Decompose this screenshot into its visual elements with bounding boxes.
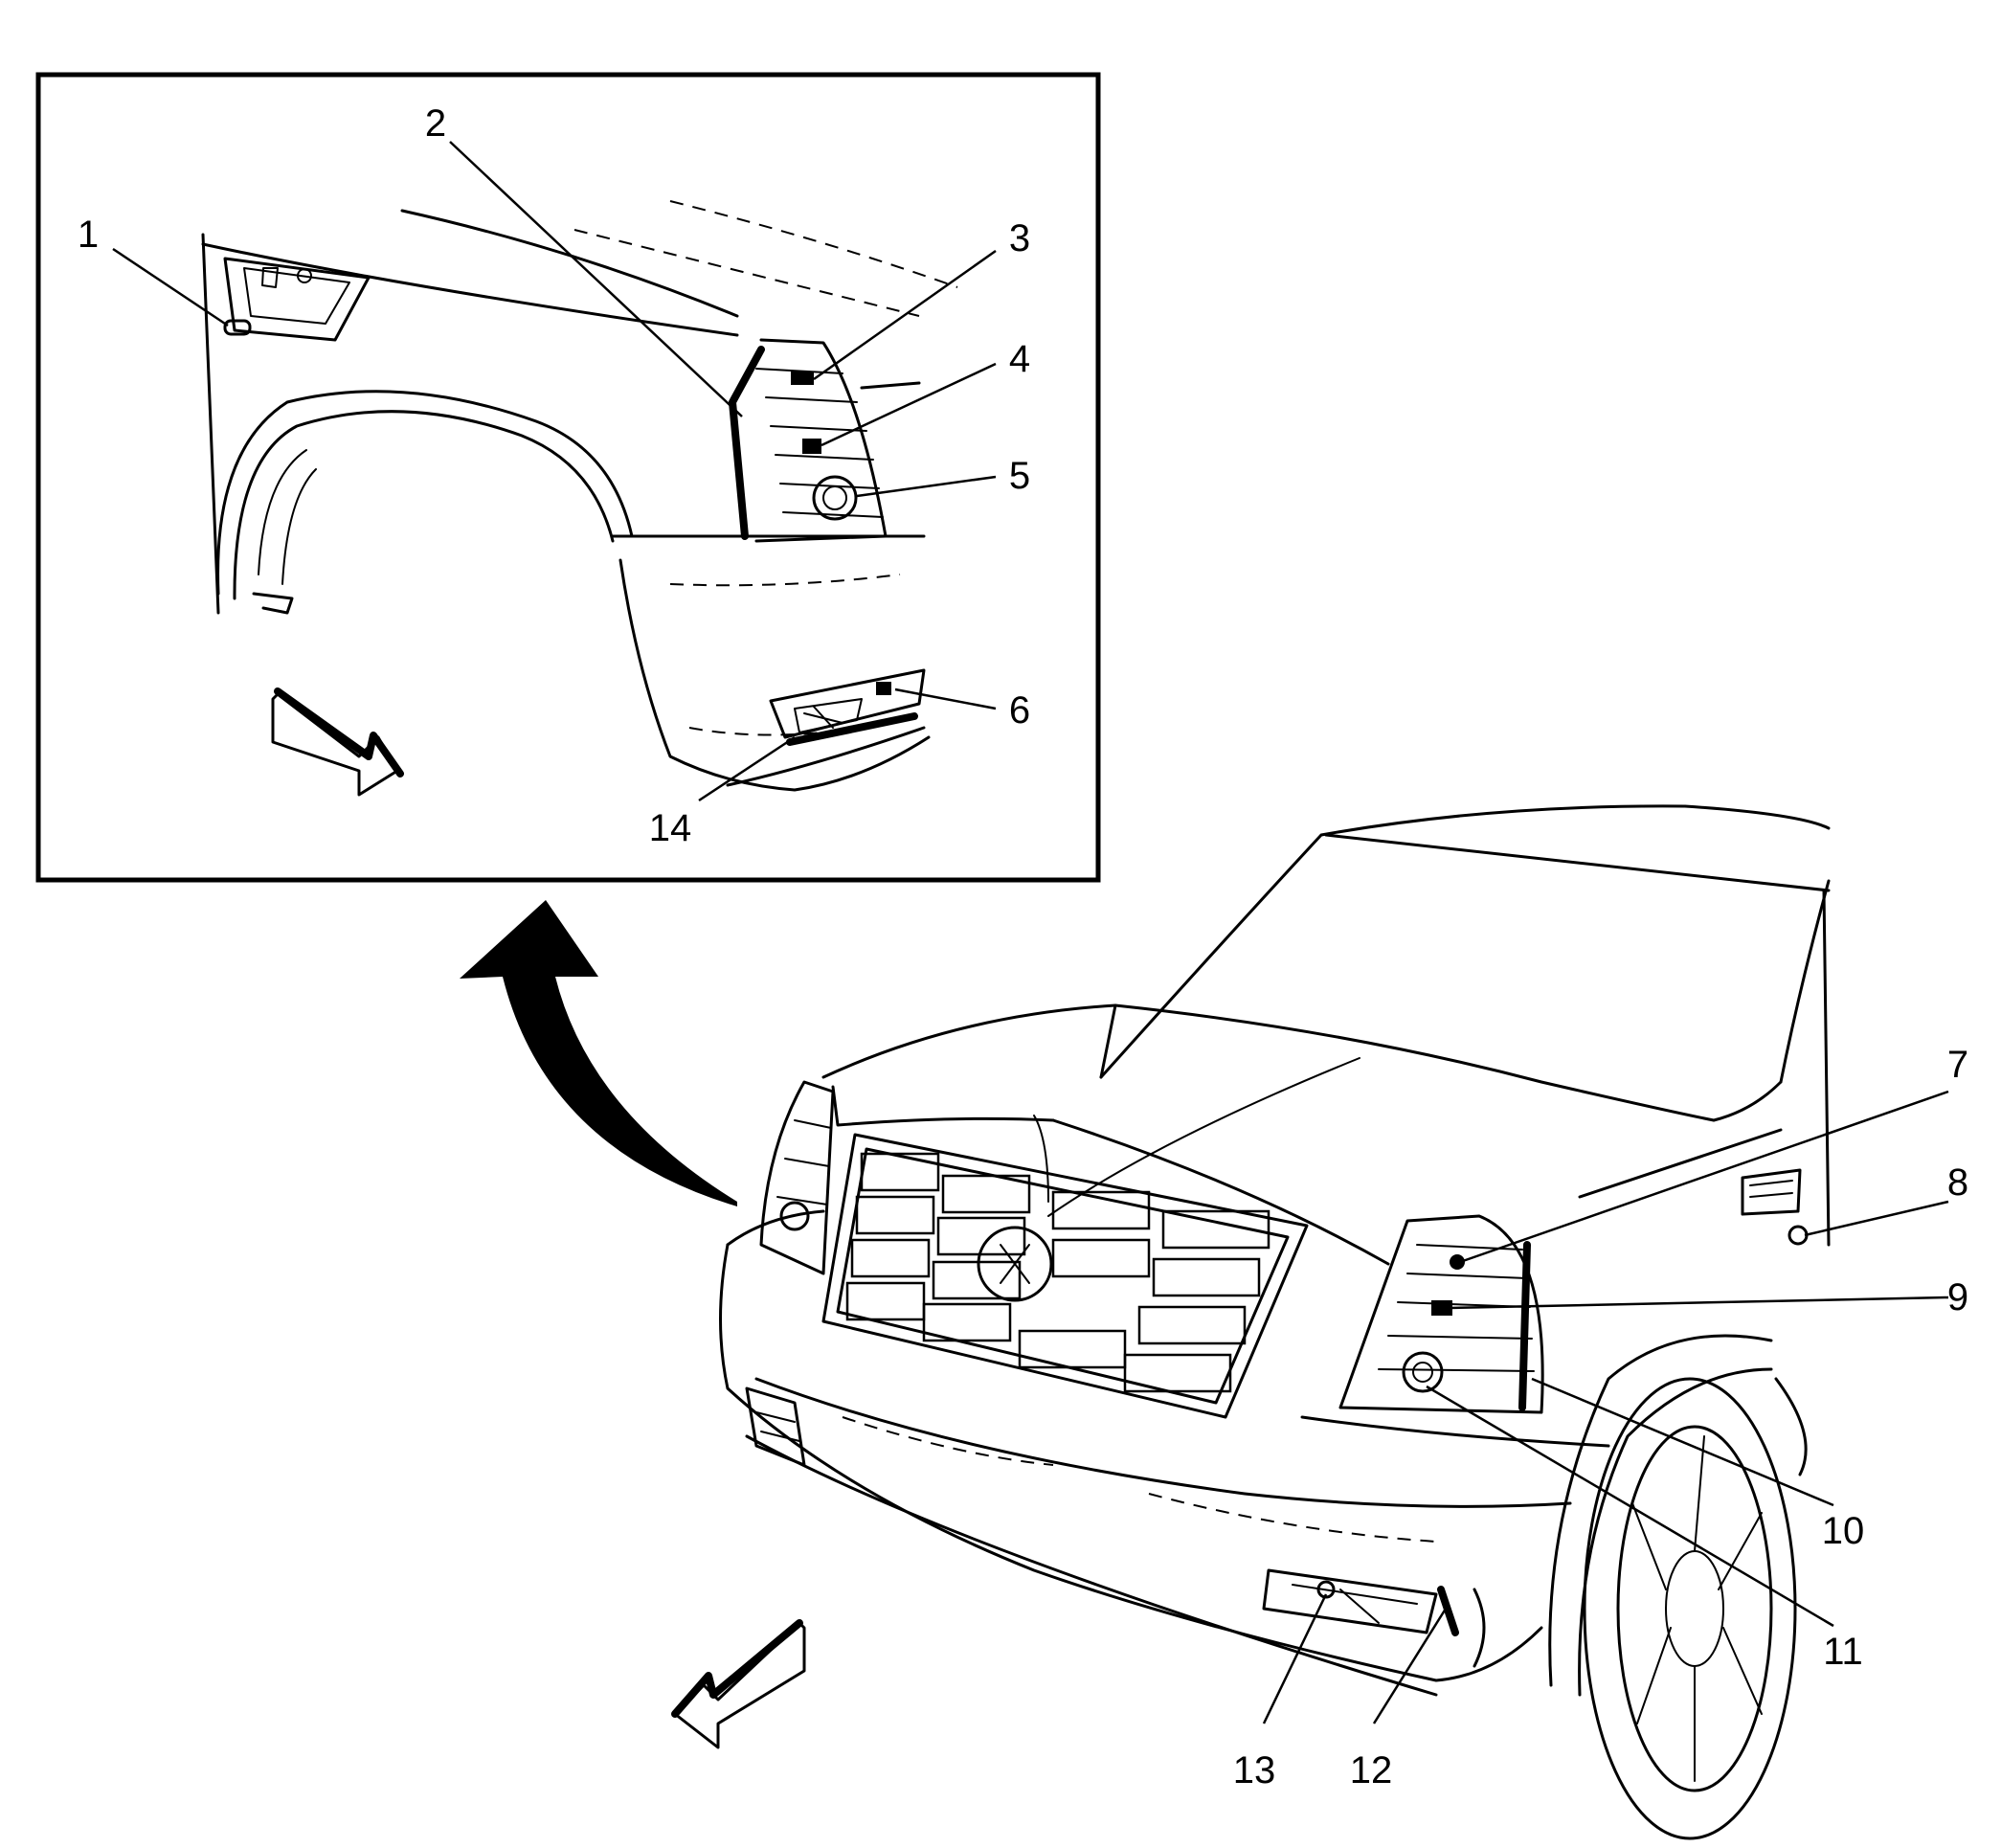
callout-labels: 1 2 3 4 5 6 14 7 8 9 10 11 13 12 [78, 102, 1968, 1792]
vehicle-front-view [671, 804, 1949, 1840]
callout-13: 13 [1233, 1749, 1276, 1792]
detail-inset [35, 72, 1101, 883]
fog-lamp-opposite [745, 1386, 806, 1467]
callout-10: 10 [1822, 1510, 1865, 1552]
inset-direction-arrow [271, 687, 404, 797]
zoom-pointer-arrow [460, 900, 737, 1206]
callout-4: 4 [1009, 338, 1030, 380]
callout-9: 9 [1947, 1276, 1968, 1318]
inset-fog-lamp [769, 668, 926, 746]
callout-3: 3 [1009, 217, 1030, 259]
inset-headlamp [729, 338, 921, 543]
callout-8: 8 [1947, 1161, 1968, 1204]
callout-7: 7 [1947, 1044, 1968, 1086]
callout-12: 12 [1350, 1749, 1393, 1792]
grille [821, 1133, 1309, 1419]
inset-frame [35, 72, 1101, 883]
headlamp-opposite [759, 1080, 835, 1275]
inset-leaders [112, 141, 997, 802]
headlamp [1338, 1214, 1544, 1414]
inset-fender [201, 200, 958, 792]
fog-lamp [1262, 1568, 1459, 1636]
vehicle-leaders [1262, 1090, 1949, 1724]
callout-14: 14 [649, 807, 692, 849]
vehicle-direction-arrow [671, 1619, 806, 1749]
callout-11: 11 [1823, 1631, 1863, 1673]
callout-2: 2 [425, 102, 446, 145]
front-wheel [1548, 1334, 1808, 1840]
side-marker [1741, 1168, 1809, 1246]
callout-5: 5 [1009, 455, 1030, 497]
callout-1: 1 [78, 214, 99, 256]
callout-6: 6 [1009, 689, 1030, 732]
